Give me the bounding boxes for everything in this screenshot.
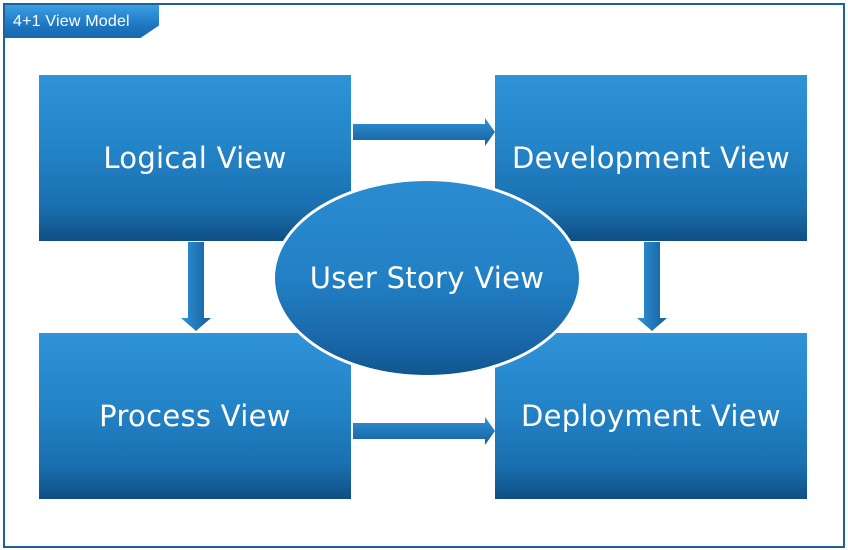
arrow-logical-to-development <box>353 118 495 146</box>
process-view-box: Process View <box>39 333 351 499</box>
arrow-development-to-deployment <box>637 242 667 331</box>
arrow-logical-to-process <box>181 242 211 331</box>
user-story-view-ellipse: User Story View <box>272 178 582 378</box>
logical-view-box: Logical View <box>39 75 351 241</box>
deployment-view-box: Deployment View <box>495 333 807 499</box>
arrow-process-to-deployment <box>353 417 495 445</box>
diagram-title-tab: 4+1 View Model <box>5 5 159 38</box>
development-view-box: Development View <box>495 75 807 241</box>
